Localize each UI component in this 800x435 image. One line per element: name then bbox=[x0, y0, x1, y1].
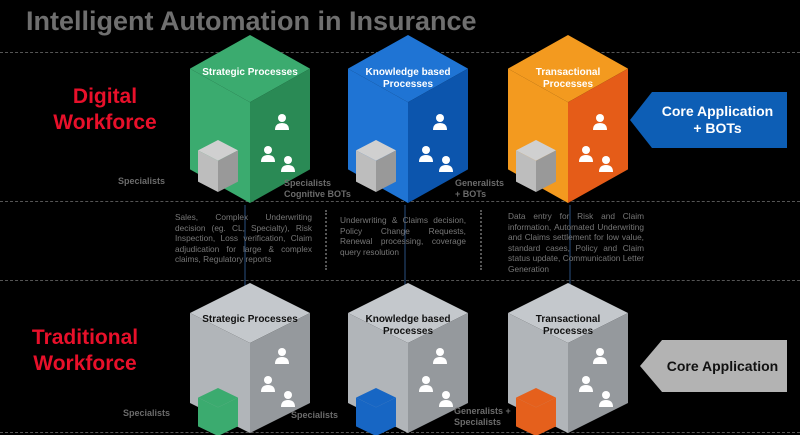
small-cube-left bbox=[198, 150, 218, 192]
small-cube-left bbox=[198, 397, 218, 435]
small-cube-right bbox=[536, 397, 556, 435]
digital-cube-top bbox=[508, 35, 628, 103]
small-cube-right bbox=[218, 150, 238, 192]
person-icon bbox=[433, 348, 447, 364]
person-icon bbox=[439, 391, 453, 407]
divider bbox=[480, 210, 482, 270]
traditional-workforce-label: Traditional Workforce bbox=[10, 325, 160, 377]
cube-label: Knowledge based Processes bbox=[365, 67, 451, 90]
caption: Specialists bbox=[123, 408, 171, 418]
digital-cube-top bbox=[348, 35, 468, 103]
caption: Generalists + Specialists bbox=[454, 406, 511, 427]
traditional-cube-right bbox=[250, 313, 310, 433]
cube-label: Strategic Processes bbox=[202, 314, 298, 325]
person-icon bbox=[261, 376, 275, 392]
process-description: Underwriting & Claims decision, Policy C… bbox=[340, 215, 466, 257]
digital-cube-right bbox=[568, 68, 628, 203]
small-cube-right bbox=[218, 397, 238, 435]
label-line: Digital bbox=[72, 85, 138, 108]
caption: Generalists + BOTs bbox=[455, 178, 505, 199]
person-icon bbox=[275, 348, 289, 364]
small-cube-left bbox=[356, 397, 376, 435]
divider bbox=[0, 280, 800, 281]
traditional-cube-right bbox=[568, 313, 628, 433]
person-icon bbox=[579, 376, 593, 392]
divider bbox=[0, 201, 800, 202]
small-cube-left bbox=[356, 150, 376, 192]
divider bbox=[325, 210, 327, 270]
digital-workforce-label: Digital Workforce bbox=[30, 84, 180, 136]
person-icon bbox=[439, 156, 453, 172]
small-cube-right bbox=[376, 397, 396, 435]
small-cube-top bbox=[516, 140, 556, 161]
divider bbox=[0, 432, 800, 433]
person-icon bbox=[599, 156, 613, 172]
label-line: Workforce bbox=[53, 111, 157, 134]
caption: Specialists bbox=[291, 410, 339, 420]
person-icon bbox=[281, 391, 295, 407]
small-cube-left bbox=[516, 150, 536, 192]
cube-label: Strategic Processes bbox=[202, 67, 298, 78]
person-icon bbox=[275, 114, 289, 130]
arrow-text: Core Application bbox=[666, 357, 779, 374]
person-icon bbox=[419, 376, 433, 392]
page-title: Intelligent Automation in Insurance bbox=[26, 6, 477, 36]
person-icon bbox=[261, 146, 275, 162]
digital-cube-right bbox=[408, 68, 468, 203]
core-application-bots-arrow: Core Application+ BOTs bbox=[630, 92, 787, 148]
person-icon bbox=[281, 156, 295, 172]
arrow-text: + BOTs bbox=[693, 120, 742, 136]
person-icon bbox=[419, 146, 433, 162]
label-line: Traditional bbox=[31, 326, 139, 349]
process-description: Sales, Complex Underwriting decision (eg… bbox=[175, 212, 312, 264]
traditional-cube-right bbox=[408, 313, 468, 433]
person-icon bbox=[599, 391, 613, 407]
small-cube-top bbox=[198, 388, 238, 408]
caption: Specialists Cognitive BOTs bbox=[284, 178, 351, 199]
small-cube-left bbox=[516, 397, 536, 435]
small-cube-right bbox=[536, 150, 556, 192]
label-line: Workforce bbox=[33, 352, 137, 375]
small-cube-top bbox=[356, 388, 396, 408]
cube-label: Knowledge based Processes bbox=[365, 314, 451, 337]
process-description: Data entry for Risk and Claim informatio… bbox=[508, 211, 644, 274]
core-application-arrow: Core Application bbox=[640, 340, 787, 392]
person-icon bbox=[593, 348, 607, 364]
person-icon bbox=[579, 146, 593, 162]
small-cube-right bbox=[376, 150, 396, 192]
small-cube-top bbox=[356, 140, 396, 161]
caption: Specialists bbox=[118, 176, 166, 186]
cube-label: Transactional Processes bbox=[535, 314, 601, 337]
person-icon bbox=[593, 114, 607, 130]
cube-label: Transactional Processes bbox=[535, 67, 601, 90]
person-icon bbox=[433, 114, 447, 130]
small-cube-top bbox=[198, 140, 238, 161]
arrow-text: Core Application bbox=[661, 103, 774, 119]
digital-cube-top bbox=[190, 35, 310, 103]
small-cube-top bbox=[516, 388, 556, 408]
digital-cube-right bbox=[250, 68, 310, 203]
